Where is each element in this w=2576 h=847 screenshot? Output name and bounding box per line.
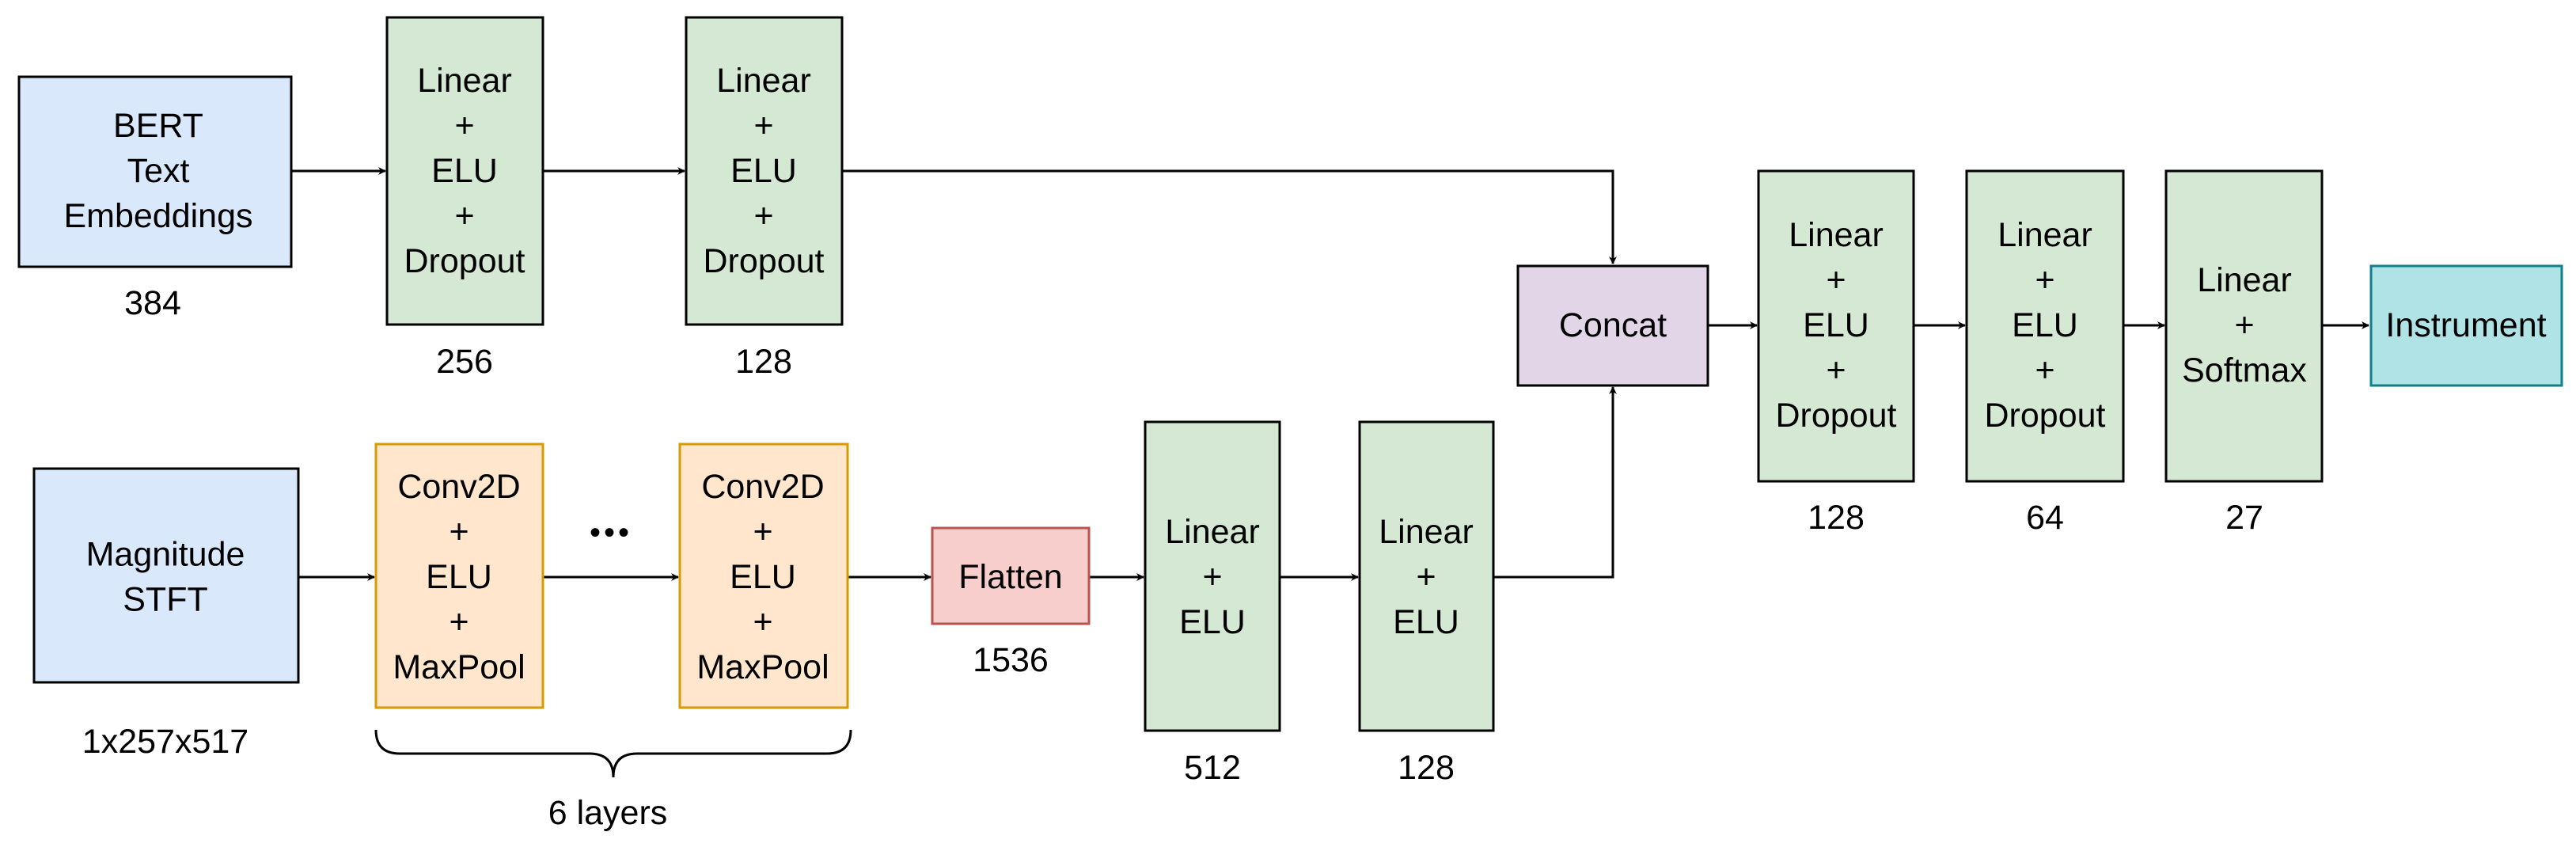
text-l1-label-line: +: [454, 197, 474, 235]
dim-label-head-out: 27: [2225, 499, 2263, 537]
audio-linear-elu-node: Linear + ELU: [1144, 420, 1281, 732]
instrument-label-line: Instrument: [2385, 306, 2546, 344]
dim-label-audio-l2: 128: [1398, 749, 1455, 787]
instrument-output-node: Instrument: [2369, 264, 2563, 387]
dimension-labels: 384 256 128 1x257x517 1536 512 128 128 6…: [82, 284, 2263, 787]
text-l2-label-line: ELU: [730, 152, 797, 190]
edges: [291, 167, 2369, 581]
dim-label-head-l2: 64: [2026, 499, 2064, 537]
bert-label-line: Embeddings: [63, 197, 252, 235]
ellipsis-between-conv-layers: •••: [590, 515, 632, 550]
conv1-label-line: MaxPool: [393, 648, 525, 686]
audio-linear-elu-node: Linear + ELU: [1358, 420, 1495, 732]
bert-label-line: Text: [127, 152, 190, 190]
conv6-label-line: MaxPool: [696, 648, 829, 686]
head-l1-label-line: Linear: [1789, 216, 1884, 254]
head-l2-label-line: Linear: [1997, 216, 2092, 254]
text-linear-elu-dropout-node: Linear + ELU + Dropout: [385, 16, 544, 326]
text-l1-label-line: Dropout: [404, 242, 525, 280]
stft-label-line: Magnitude: [86, 536, 245, 574]
head-out-label-line: Softmax: [2182, 351, 2307, 389]
text-l2-label-line: +: [753, 197, 773, 235]
head-l1-label-line: ELU: [1803, 306, 1869, 344]
text-l1-label-line: Linear: [417, 62, 512, 100]
audio-l1-label-line: +: [1202, 558, 1222, 596]
stft-label-line: STFT: [123, 581, 207, 619]
conv6-label-line: ELU: [730, 558, 796, 596]
conv1-label-line: +: [449, 603, 469, 641]
dim-label-bert: 384: [124, 284, 181, 322]
text-l2-label-line: Linear: [716, 62, 811, 100]
audio-l1-label-line: ELU: [1179, 603, 1246, 641]
head-l1-label-line: Dropout: [1776, 397, 1897, 435]
dim-label-stft: 1x257x517: [82, 723, 248, 761]
conv1-label-line: +: [449, 513, 469, 551]
conv-layers-brace: [374, 729, 852, 778]
head-linear-elu-dropout-node: Linear + ELU + Dropout: [1757, 169, 1915, 483]
bert-label-line: BERT: [113, 107, 203, 145]
conv6-label-line: +: [753, 513, 772, 551]
dim-label-flatten: 1536: [973, 641, 1049, 679]
head-l2-label-line: +: [2035, 351, 2054, 389]
audio-l2-label-line: ELU: [1393, 603, 1459, 641]
conv6-label-line: +: [753, 603, 772, 641]
edge-audio-l2-to-concat: [1493, 386, 1617, 579]
head-l2-label-line: ELU: [2012, 306, 2078, 344]
dim-label-text-l1: 256: [436, 343, 493, 381]
conv1-label-line: ELU: [426, 558, 492, 596]
dim-label-text-l2: 128: [735, 343, 792, 381]
dim-label-audio-l1: 512: [1184, 749, 1241, 787]
conv6-label-line: Conv2D: [701, 468, 824, 506]
head-linear-softmax-node: Linear + Softmax: [2164, 169, 2324, 483]
concat-node: Concat: [1516, 264, 1709, 387]
audio-l2-label-line: +: [1416, 558, 1436, 596]
flatten-label-line: Flatten: [958, 558, 1062, 596]
flatten-node: Flatten: [931, 526, 1091, 625]
conv2d-block-node: Conv2D + ELU + MaxPool: [374, 442, 544, 709]
text-l2-label-line: +: [753, 107, 773, 145]
head-l1-label-line: +: [1826, 351, 1846, 389]
conv1-label-line: Conv2D: [397, 468, 520, 506]
head-out-label-line: +: [2234, 306, 2254, 344]
edge-text-l2-to-concat: [842, 169, 1617, 264]
text-l1-label-line: ELU: [431, 152, 498, 190]
audio-l1-label-line: Linear: [1165, 513, 1260, 551]
head-out-label-line: Linear: [2197, 261, 2292, 299]
head-l2-label-line: Dropout: [1985, 397, 2106, 435]
dim-label-head-l1: 128: [1808, 499, 1865, 537]
audio-l2-label-line: Linear: [1379, 513, 1474, 551]
text-l1-label-line: +: [454, 107, 474, 145]
concat-label-line: Concat: [1559, 306, 1667, 344]
text-linear-elu-dropout-node: Linear + ELU + Dropout: [685, 16, 844, 326]
conv2d-block-node: Conv2D + ELU + MaxPool: [678, 442, 849, 709]
head-l1-label-line: +: [1826, 261, 1846, 299]
head-l2-label-line: +: [2035, 261, 2054, 299]
text-l2-label-line: Dropout: [704, 242, 825, 280]
conv-layers-count-label: 6 layers: [548, 794, 668, 832]
head-linear-elu-dropout-node: Linear + ELU + Dropout: [1965, 169, 2125, 483]
